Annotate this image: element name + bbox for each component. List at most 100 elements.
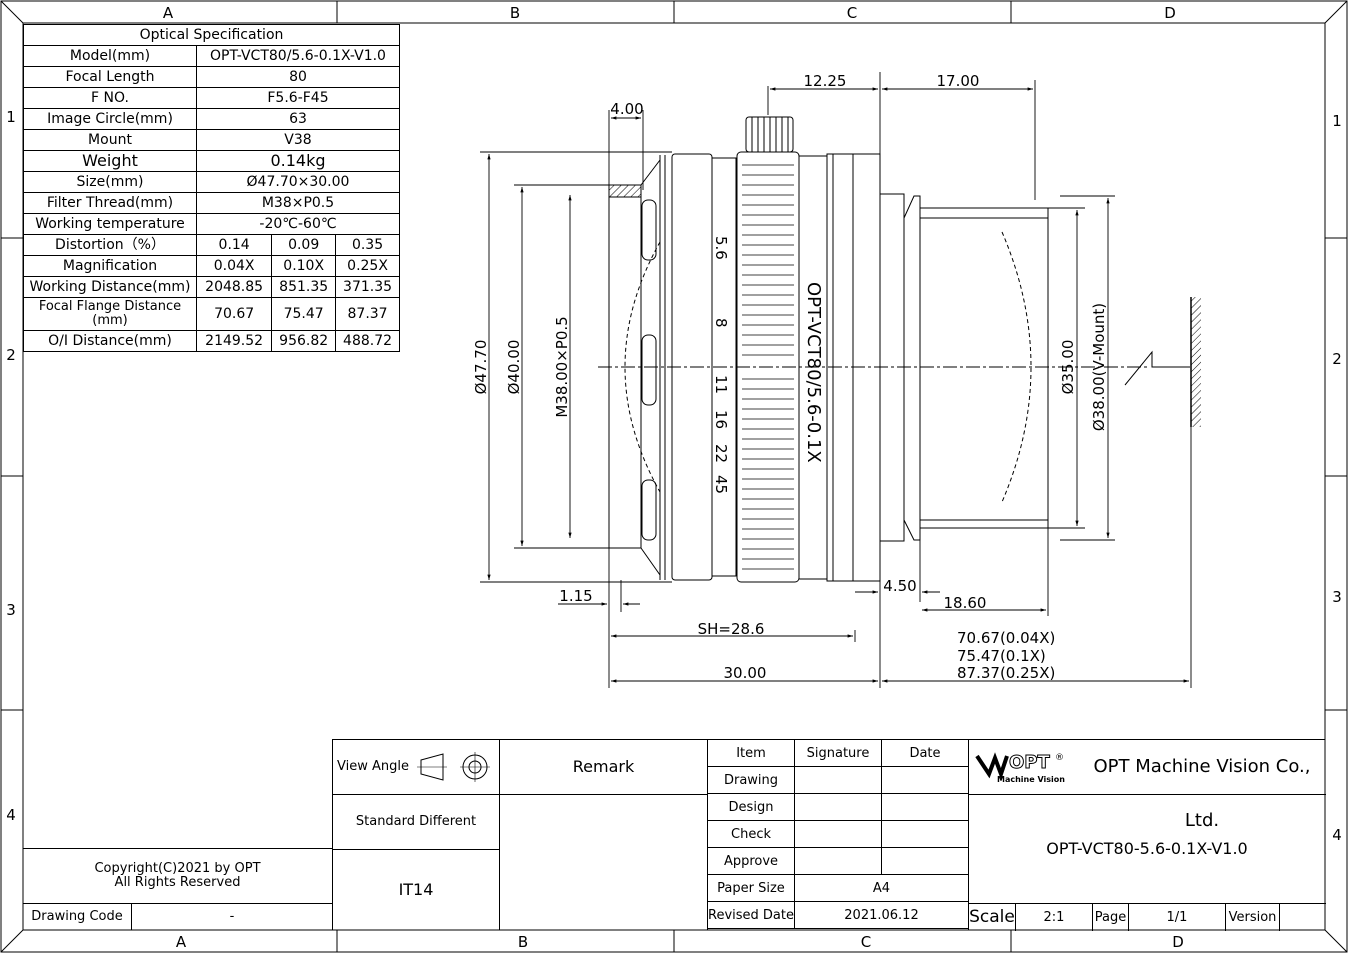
company-block: OPT ® Machine Vision OPT Machine Vision … <box>968 739 1326 931</box>
spec-value: 851.35 <box>271 276 337 298</box>
dim-sh: SH=28.6 <box>698 620 765 638</box>
spec-value: 0.35 <box>335 234 400 256</box>
copyright-line-2: All Rights Reserved <box>114 875 241 890</box>
barrel-engraving: OPT-VCT80/5.6-0.1X <box>803 282 824 463</box>
version-label: Version <box>1226 904 1280 931</box>
lens-drawing <box>480 72 1201 688</box>
col-b-top: B <box>510 4 520 22</box>
spec-value: 2149.52 <box>195 330 273 352</box>
row-1-left: 1 <box>6 108 16 126</box>
spec-value: M38×P0.5 <box>196 192 400 214</box>
spec-value: 75.47 <box>271 297 337 331</box>
fstop-22: 22 <box>712 444 730 463</box>
spec-value: 956.82 <box>271 330 337 352</box>
spec-value: 0.14 <box>195 234 273 256</box>
spec-value: 87.37 <box>335 297 400 331</box>
spec-value: Ø47.70×30.00 <box>196 171 400 193</box>
dim-4-50: 4.50 <box>883 577 916 595</box>
approve-label: Approve <box>707 847 795 875</box>
design-label: Design <box>707 793 795 821</box>
copyright-line-1: Copyright(C)2021 by OPT <box>94 861 261 876</box>
spec-value: -20℃-60℃ <box>196 213 400 235</box>
dim-12-25: 12.25 <box>804 72 847 90</box>
spec-label: O/I Distance(mm) <box>23 330 197 352</box>
spec-value: V38 <box>196 129 400 151</box>
spec-label: Focal Flange Distance (mm) <box>23 297 197 331</box>
spec-value: 70.67 <box>195 297 273 331</box>
dim-30-00: 30.00 <box>724 664 767 682</box>
dim-17-00: 17.00 <box>937 72 980 90</box>
spec-label: Focal Length <box>23 66 197 88</box>
spec-label: Size(mm) <box>23 171 197 193</box>
drawing-code-value: - <box>229 909 235 924</box>
optical-spec-table: Optical Specification Model(mm)OPT-VCT80… <box>23 24 400 352</box>
spec-label: Distortion（%） <box>23 234 197 256</box>
knurl-lines <box>742 164 794 570</box>
dim-4-00: 4.00 <box>610 100 643 118</box>
row-4-left: 4 <box>6 806 16 824</box>
spec-value: OPT-VCT80/5.6-0.1X-V1.0 <box>196 45 400 67</box>
check-label: Check <box>707 820 795 848</box>
dimension-lines <box>480 72 1192 688</box>
spec-label: Weight <box>23 150 197 172</box>
paper-size-label: Paper Size <box>707 874 795 902</box>
dim-18-60: 18.60 <box>944 594 987 612</box>
paper-size-value: A4 <box>794 874 969 902</box>
col-d-top: D <box>1164 4 1176 22</box>
dim-ff-1: 70.67(0.04X) <box>957 629 1055 647</box>
spec-label: Mount <box>23 129 197 151</box>
title-block-middle: View Angle Remark Standard Different IT1… <box>332 739 708 930</box>
spec-value: 0.10X <box>271 255 337 277</box>
fstop-16: 16 <box>712 410 730 429</box>
version-value <box>1280 904 1325 931</box>
col-c-top: C <box>847 4 857 22</box>
col-c-bottom: C <box>861 933 871 951</box>
copyright-box: Copyright(C)2021 by OPT All Rights Reser… <box>23 848 332 904</box>
dim-1-15: 1.15 <box>559 587 592 605</box>
row-2-right: 2 <box>1332 350 1342 368</box>
spec-value: 0.04X <box>195 255 273 277</box>
dim-phi-47-70: Ø47.70 <box>472 340 490 395</box>
fstop-5-6: 5.6 <box>712 236 730 260</box>
svg-text:®: ® <box>1055 753 1064 763</box>
item-label: Item <box>707 739 795 767</box>
date-label: Date <box>881 739 969 767</box>
revised-date-value: 2021.06.12 <box>794 901 969 929</box>
part-number: OPT-VCT80-5.6-0.1X-V1.0 <box>1046 839 1248 858</box>
scale-value: 2:1 <box>1016 904 1093 931</box>
row-4-right: 4 <box>1332 826 1342 844</box>
drawing-label: Drawing <box>707 766 795 794</box>
col-a-top: A <box>163 4 174 22</box>
fstop-8: 8 <box>712 318 730 328</box>
dim-phi-38-00: Ø38.00(V-Mount) <box>1090 303 1108 431</box>
spec-label: Working Distance(mm) <box>23 276 197 298</box>
spec-label: Working temperature <box>23 213 197 235</box>
spec-label: Image Circle(mm) <box>23 108 197 130</box>
spec-label: Model(mm) <box>23 45 197 67</box>
dim-phi-35-00: Ø35.00 <box>1059 340 1077 395</box>
spec-label: Filter Thread(mm) <box>23 192 197 214</box>
remark-label: Remark <box>572 757 635 776</box>
spec-value: 371.35 <box>335 276 400 298</box>
spec-value: 0.09 <box>271 234 337 256</box>
row-1-right: 1 <box>1332 112 1342 130</box>
opt-logo-icon: OPT ® Machine Vision <box>975 752 1065 784</box>
spec-title: Optical Specification <box>23 24 400 46</box>
revised-date-label: Revised Date <box>707 901 795 929</box>
signature-label: Signature <box>794 739 882 767</box>
page-value: 1/1 <box>1129 904 1226 931</box>
spec-value: 0.14kg <box>196 150 400 172</box>
scale-label: Scale <box>969 904 1016 931</box>
logo-text: OPT <box>1009 752 1050 773</box>
projection-symbol-icon <box>417 752 490 782</box>
spec-label: F NO. <box>23 87 197 109</box>
dim-ff-3: 87.37(0.25X) <box>957 664 1055 682</box>
spec-value: 80 <box>196 66 400 88</box>
row-3-left: 3 <box>6 601 16 619</box>
logo-sub: Machine Vision <box>997 775 1065 784</box>
dim-m38: M38.00×P0.5 <box>553 316 571 417</box>
spec-value: 0.25X <box>335 255 400 277</box>
